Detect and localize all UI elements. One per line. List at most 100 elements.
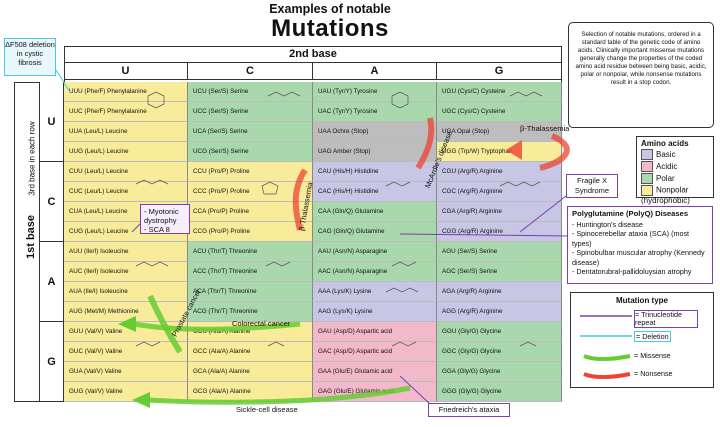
- codon-cell: UAA Ochre (Stop): [313, 122, 437, 142]
- polyq-item-2: - Spinocerebellar ataxia (SCA) (most typ…: [572, 229, 690, 248]
- codon-cell: CAU (His/H) Histidine: [313, 162, 437, 182]
- codon-cell: CGG (Arg/R) Arginine: [437, 222, 562, 242]
- legend-polar-swatch: [641, 173, 653, 185]
- codon-cell: CAC (His/H) Histidine: [313, 182, 437, 202]
- delta-f508-text: ΔF508 deletion in cystic fibrosis: [5, 40, 55, 67]
- col-header-u: U: [64, 63, 188, 80]
- colorectal-arrowhead: [118, 316, 136, 332]
- legend-deletion-label: = Deletion: [634, 331, 671, 342]
- codon-cell: AGU (Ser/S) Serine: [437, 242, 562, 262]
- col-header-g: G: [437, 63, 562, 80]
- codon-cell: UAG Amber (Stop): [313, 142, 437, 162]
- codon-cell: CAA (Gln/Q) Glutamine: [313, 202, 437, 222]
- codon-cell: CCA (Pro/P) Proline: [188, 202, 313, 222]
- prostate-cancer-arrow: [147, 294, 183, 354]
- polyq-line: [399, 233, 569, 237]
- mutation-type-legend: Mutation type: [570, 292, 714, 388]
- molecule-icon-pro: [261, 181, 279, 195]
- delta-f508-callout: ΔF508 deletion in cystic fibrosis: [4, 38, 56, 76]
- myotonic-item-1: - Myotonic dystrophy: [144, 207, 179, 225]
- codon-cell: GGU (Gly/G) Glycine: [437, 322, 562, 342]
- friedreich-line: [399, 375, 431, 405]
- codon-cell: ACC (Thr/T) Threonine: [188, 262, 313, 282]
- polyq-item-1: - Huntington's disease: [572, 219, 643, 229]
- first-base-header: 1st base: [14, 82, 40, 402]
- legend-polar-label: Polar: [656, 174, 675, 183]
- legend-nonpolar-swatch: [641, 185, 653, 196]
- fragile-x-line: [519, 195, 567, 233]
- molecule-icon-ile: [135, 261, 169, 267]
- molecule-icon-asn: [391, 261, 417, 267]
- codon-cell: UCA (Ser/S) Serine: [188, 122, 313, 142]
- row-header-g: G: [40, 322, 64, 402]
- codon-cell: UCC (Ser/S) Serine: [188, 102, 313, 122]
- codon-cell: GAU (Asp/D) Aspartic acid: [313, 322, 437, 342]
- legend-acidic-swatch: [641, 161, 653, 173]
- legend-nonpolar: Nonpolar (hydrophobic): [641, 185, 709, 205]
- beta-thal-arrow-2: [292, 168, 308, 231]
- codon-cell: UCG (Ser/S) Serine: [188, 142, 313, 162]
- beta-thal-arrowhead-1: [506, 140, 522, 160]
- page-title: Mutations: [271, 15, 389, 42]
- friedreich-callout: Friedreich's ataxia: [428, 403, 510, 417]
- molecule-icon-phe: [147, 91, 165, 109]
- sickle-cell-arrowhead: [132, 392, 150, 408]
- molecule-icon-val: [135, 341, 161, 347]
- fragile-x-callout: Fragile X Syndrome: [566, 174, 618, 198]
- second-base-header: 2nd base: [64, 46, 562, 63]
- codon-cell: ACG (Thr/T) Threonine: [188, 302, 313, 322]
- sickle-cell-arrow: [147, 385, 411, 405]
- molecule-icon-asp: [391, 341, 417, 347]
- molecule-icon-ala: [267, 341, 285, 347]
- molecule-icon-his: [385, 181, 411, 187]
- codon-cell: CGA (Arg/R) Arginine: [437, 202, 562, 222]
- colorectal-arrow: [133, 321, 301, 332]
- col-header-a: A: [313, 63, 437, 80]
- mcardle-arrow: [415, 117, 435, 170]
- codon-cell: AAU (Asn/N) Asparagine: [313, 242, 437, 262]
- codon-cell: AGG (Arg/R) Arginine: [437, 302, 562, 322]
- codon-cell: CCC (Pro/P) Proline: [188, 182, 313, 202]
- codon-cell: CUU (Leu/L) Leucine: [64, 162, 188, 182]
- molecule-icon-lys: [385, 287, 419, 293]
- codon-cell: GUA (Val/V) Valine: [64, 362, 188, 382]
- codon-cell: UUA (Leu/L) Leucine: [64, 122, 188, 142]
- codon-cell: UUU (Phe/F) Phenylalanine: [64, 82, 188, 102]
- molecule-icon-tyr: [391, 91, 409, 109]
- sickle-cell-label: Sickle-cell disease: [236, 405, 298, 414]
- codon-cell: AUC (Ile/I) Isoleucine: [64, 262, 188, 282]
- legend-nonsense-label: = Nonsense: [634, 369, 673, 378]
- molecule-icon-ser: [267, 91, 301, 97]
- col-header-c: C: [188, 63, 313, 80]
- molecule-icon-leu: [135, 179, 169, 185]
- codon-cell: AAG (Lys/K) Lysine: [313, 302, 437, 322]
- beta-thal-arrow-1: [539, 133, 570, 171]
- legend-acidic-label: Acidic: [656, 162, 678, 171]
- molecule-icon-arg: [499, 181, 541, 187]
- polyq-item-3: - Spinobulbar muscular atrophy (Kennedy …: [572, 248, 705, 267]
- codon-cell: GCA (Ala/A) Alanine: [188, 362, 313, 382]
- codon-cell: UAC (Tyr/Y) Tyrosine: [313, 102, 437, 122]
- codon-cell: UUC (Phe/F) Phenylalanine: [64, 102, 188, 122]
- molecule-icon-thr: [265, 261, 291, 267]
- polyq-title: Polyglutamine (PolyQ) Diseases: [572, 209, 689, 218]
- legend-nonpolar-label: Nonpolar (hydrophobic): [641, 185, 690, 205]
- codon-cell: GUC (Val/V) Valine: [64, 342, 188, 362]
- codon-cell: GAC (Asp/D) Aspartic acid: [313, 342, 437, 362]
- myotonic-item-2: - SCA 8: [144, 225, 170, 234]
- codon-cell: UUG (Leu/L) Leucine: [64, 142, 188, 162]
- codon-cell: AAA (Lys/K) Lysine: [313, 282, 437, 302]
- molecule-icons: [135, 91, 543, 347]
- codon-cell: GAA (Glu/E) Glutamic acid: [313, 362, 437, 382]
- description-text: Selection of notable mutations, ordered …: [575, 31, 707, 86]
- fragile-x-text: Fragile X Syndrome: [574, 176, 610, 195]
- legend-missense-arrow: [583, 354, 631, 361]
- codon-cell: CGU (Arg/R) Arginine: [437, 162, 562, 182]
- legend-acidic: Acidic: [641, 161, 709, 173]
- legend-trinucleotide-label: = Trinucleotide repeat: [634, 310, 698, 328]
- codon-cell: UCU (Ser/S) Serine: [188, 82, 313, 102]
- codon-cell: AAC (Asn/N) Asparagine: [313, 262, 437, 282]
- row-header-a: A: [40, 242, 64, 322]
- codon-cell: CCG (Pro/P) Proline: [188, 222, 313, 242]
